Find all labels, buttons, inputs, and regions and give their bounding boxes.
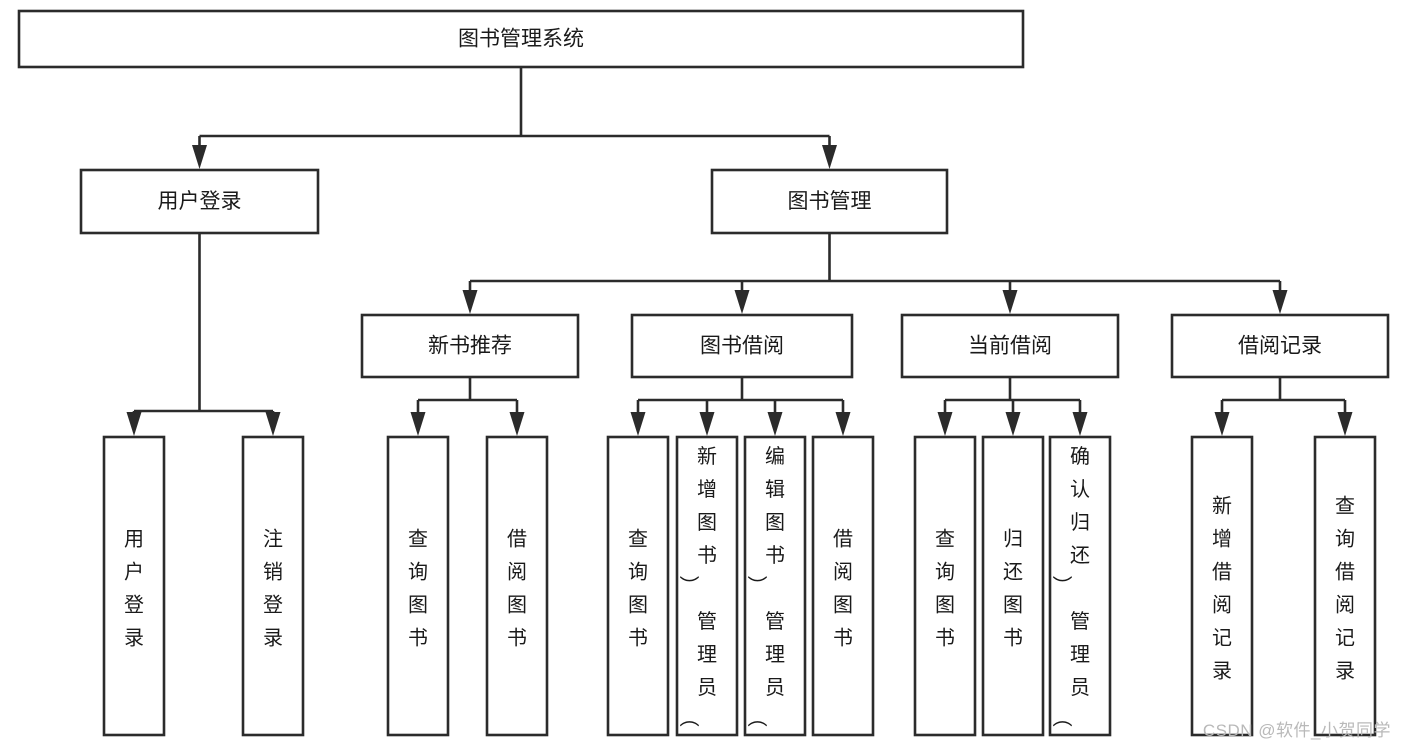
node-label: 查询图书 (935, 528, 955, 650)
node-label: 查询借阅记录 (1335, 495, 1355, 683)
node-label: 注销登录 (263, 528, 283, 650)
node-label: 归还图书 (1003, 528, 1023, 650)
node-label: 借阅图书 (507, 528, 527, 650)
edge-group-book-borrow (630, 377, 851, 436)
edge-group-book-management (462, 233, 1288, 314)
node-label: 新书推荐 (428, 335, 512, 358)
edges-layer (126, 67, 1353, 436)
node-leaf-query-book-current[interactable]: 查询图书 (913, 435, 977, 737)
edge-group-current-borrow (937, 377, 1088, 436)
node-label: 查询图书 (628, 528, 648, 650)
node-label: 用户登录 (158, 190, 242, 213)
node-leaf-query-book-rec[interactable]: 查询图书 (386, 435, 450, 737)
node-label: 当前借阅 (968, 335, 1052, 358)
node-label: 确认归还（管理员） (1052, 445, 1090, 727)
node-leaf-edit-book-admin[interactable]: 编辑图书（管理员） (743, 435, 807, 737)
node-current-borrow[interactable]: 当前借阅 (900, 313, 1120, 379)
node-leaf-query-borrow-record[interactable]: 查询借阅记录 (1313, 435, 1377, 737)
node-leaf-logout-login[interactable]: 注销登录 (241, 435, 305, 737)
node-new-book-recommend[interactable]: 新书推荐 (360, 313, 580, 379)
node-root[interactable]: 图书管理系统 (17, 9, 1025, 69)
node-user-login[interactable]: 用户登录 (79, 168, 320, 235)
edge-group-new-book-recommend (410, 377, 525, 436)
node-label: 图书借阅 (700, 335, 784, 358)
node-label: 用户登录 (124, 529, 144, 650)
edge-group-user-login (126, 233, 281, 436)
edge-group-root (192, 67, 837, 169)
node-leaf-add-book-admin[interactable]: 新增图书（管理员） (675, 435, 739, 737)
node-label: 图书管理 (788, 190, 872, 213)
node-label: 图书管理系统 (458, 28, 584, 51)
node-label: 新增借阅记录 (1212, 495, 1232, 683)
node-leaf-add-borrow-record[interactable]: 新增借阅记录 (1190, 435, 1254, 737)
node-label: 借阅图书 (833, 528, 853, 650)
node-label: 借阅记录 (1238, 335, 1322, 358)
node-book-management[interactable]: 图书管理 (710, 168, 949, 235)
node-leaf-query-book-borrow[interactable]: 查询图书 (606, 435, 670, 737)
edge-group-borrow-record (1214, 377, 1353, 436)
node-leaf-return-book[interactable]: 归还图书 (981, 435, 1045, 737)
node-label: 查询图书 (408, 528, 428, 650)
node-borrow-record[interactable]: 借阅记录 (1170, 313, 1390, 379)
nodes-layer: 图书管理系统用户登录图书管理新书推荐图书借阅当前借阅借阅记录用户登录注销登录查询… (17, 9, 1390, 737)
node-leaf-confirm-return-admin[interactable]: 确认归还（管理员） (1048, 435, 1112, 737)
node-leaf-borrow-book-rec[interactable]: 借阅图书 (485, 435, 549, 737)
node-label: 新增图书（管理员） (679, 445, 717, 727)
node-leaf-borrow-book[interactable]: 借阅图书 (811, 435, 875, 737)
watermark-text: CSDN @软件_小贺同学 (1202, 721, 1391, 740)
node-book-borrow[interactable]: 图书借阅 (630, 313, 854, 379)
node-label: 编辑图书（管理员） (747, 445, 785, 727)
node-leaf-user-login[interactable]: 用户登录 (102, 435, 166, 737)
